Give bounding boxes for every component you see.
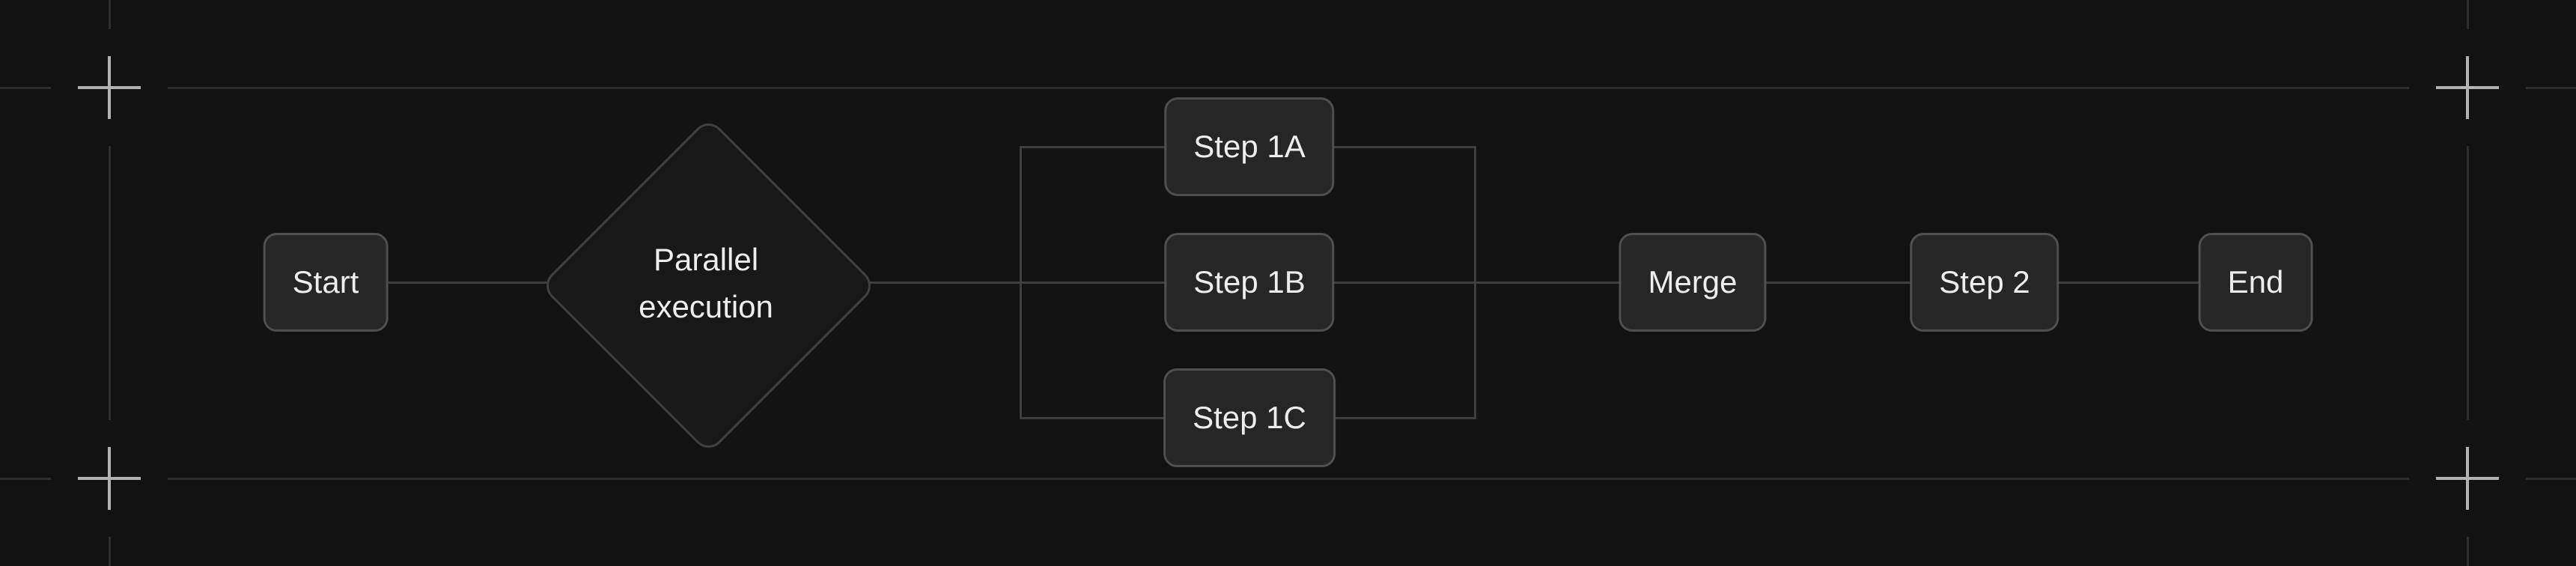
node-merge[interactable]: Merge xyxy=(1619,233,1767,332)
crosshair-horizontal-bar xyxy=(2436,86,2499,89)
guide-line-vertical-right xyxy=(2466,0,2469,566)
crosshair-bottom-right xyxy=(2436,447,2499,510)
node-step-1b[interactable]: Step 1B xyxy=(1164,233,1335,332)
node-step-1c[interactable]: Step 1C xyxy=(1163,368,1336,467)
node-label: Step 2 xyxy=(1939,264,2030,299)
node-step-1a[interactable]: Step 1A xyxy=(1164,97,1335,196)
crosshair-horizontal-bar xyxy=(78,477,141,480)
crosshair-horizontal-bar xyxy=(78,86,141,89)
node-label: End xyxy=(2227,264,2284,299)
node-label: Start xyxy=(292,264,359,299)
guide-line-horizontal-bottom xyxy=(0,477,2576,480)
node-label: Step 1B xyxy=(1193,264,1306,299)
node-label: Step 1A xyxy=(1193,129,1306,164)
node-label: Step 1C xyxy=(1193,400,1306,435)
node-label: Merge xyxy=(1648,264,1738,299)
crosshair-top-left xyxy=(78,56,141,119)
node-start[interactable]: Start xyxy=(263,233,389,332)
guide-line-vertical-left xyxy=(108,0,111,566)
crosshair-bottom-left xyxy=(78,447,141,510)
edge-split-rail-left xyxy=(1019,145,1022,419)
node-parallel-label: Parallel execution xyxy=(639,242,773,324)
edge-merge-rail-right xyxy=(1473,145,1476,419)
node-end[interactable]: End xyxy=(2198,233,2313,332)
crosshair-horizontal-bar xyxy=(2436,477,2499,480)
node-step-2[interactable]: Step 2 xyxy=(1910,233,2059,332)
guide-line-horizontal-top xyxy=(0,86,2576,89)
crosshair-top-right xyxy=(2436,56,2499,119)
